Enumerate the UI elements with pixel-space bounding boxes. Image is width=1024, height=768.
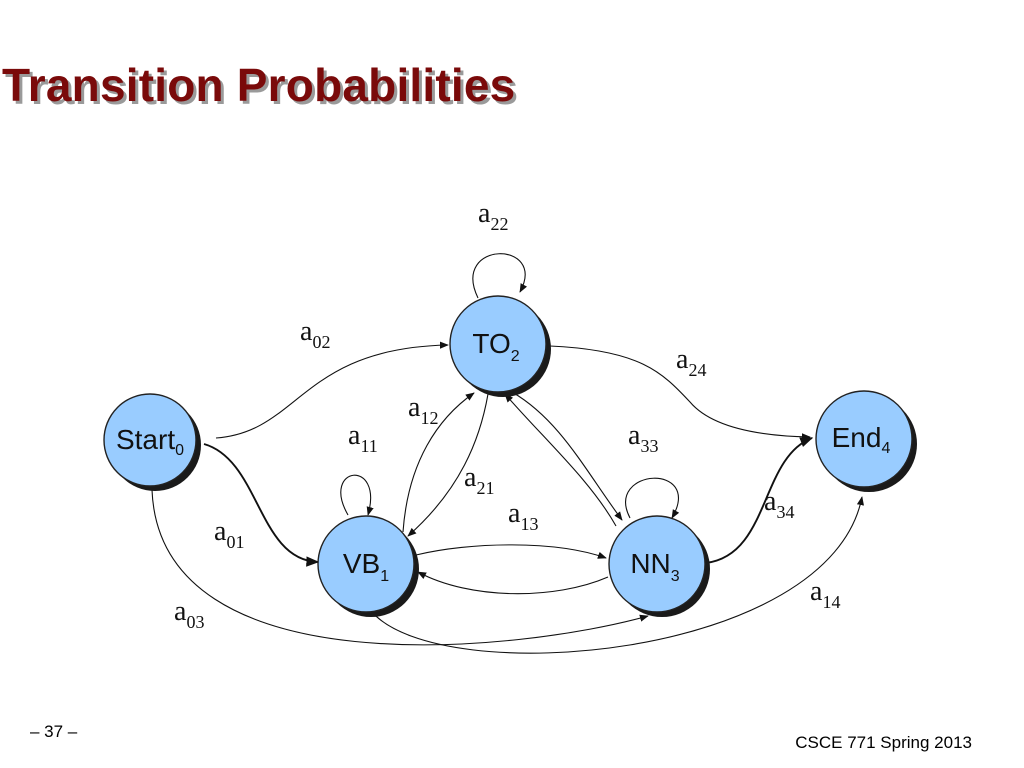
edge-label-a13: a13 (508, 498, 538, 534)
edge-a34 (705, 437, 814, 564)
edge-label-a01: a01 (214, 516, 244, 552)
node-vb: VB1 (317, 515, 419, 617)
edge-a22 (472, 253, 528, 299)
node-start-label: Start (116, 424, 175, 455)
node-to-label: TO (472, 328, 510, 359)
edge-a24 (549, 345, 811, 441)
edge-label-a02: a02 (300, 316, 330, 352)
node-nn-sub: 3 (671, 568, 680, 585)
edge-a14 (371, 496, 864, 654)
svg-text:End4: End4 (832, 422, 891, 457)
edge-a32 (504, 393, 617, 527)
edge-label-a12: a12 (408, 392, 438, 428)
svg-text:NN3: NN3 (630, 548, 679, 585)
edge-a21 (407, 393, 489, 537)
edge-a01 (203, 443, 320, 567)
edge-a11 (340, 474, 374, 516)
edge-a31 (417, 571, 609, 595)
edge-a13 (415, 544, 607, 559)
svg-text:VB1: VB1 (343, 548, 389, 585)
node-start-sub: 0 (175, 442, 184, 459)
node-end-label: End (832, 422, 882, 453)
edge-label-a21: a21 (464, 462, 494, 498)
edge-label-a24: a24 (676, 344, 706, 380)
slide-title: Transition Probabilities (2, 59, 516, 111)
node-to: TO2 (449, 295, 551, 397)
node-end-sub: 4 (881, 440, 890, 457)
node-end: End4 (815, 390, 917, 492)
svg-text:Start0: Start0 (116, 424, 184, 459)
edge-a33 (625, 477, 680, 519)
edge-a03 (151, 489, 649, 646)
course-footer: CSCE 771 Spring 2013 (795, 733, 972, 752)
edge-label-a14: a14 (810, 576, 840, 612)
edge-a23 (511, 391, 623, 521)
edge-label-a33: a33 (628, 420, 658, 456)
node-start: Start0 (103, 393, 201, 491)
page-number: – 37 – (30, 722, 78, 741)
svg-text:TO2: TO2 (472, 328, 519, 365)
node-vb-label: VB (343, 548, 380, 579)
edge-a12 (402, 392, 475, 533)
node-to-sub: 2 (511, 348, 520, 365)
edge-label-a34: a34 (764, 486, 794, 522)
edge-a02 (215, 341, 449, 439)
node-vb-sub: 1 (380, 568, 389, 585)
edge-label-a03: a03 (174, 596, 204, 632)
node-nn: NN3 (608, 515, 710, 617)
edge-label-a22: a22 (478, 198, 508, 234)
edge-label-a11: a11 (348, 420, 378, 456)
node-nn-label: NN (630, 548, 670, 579)
